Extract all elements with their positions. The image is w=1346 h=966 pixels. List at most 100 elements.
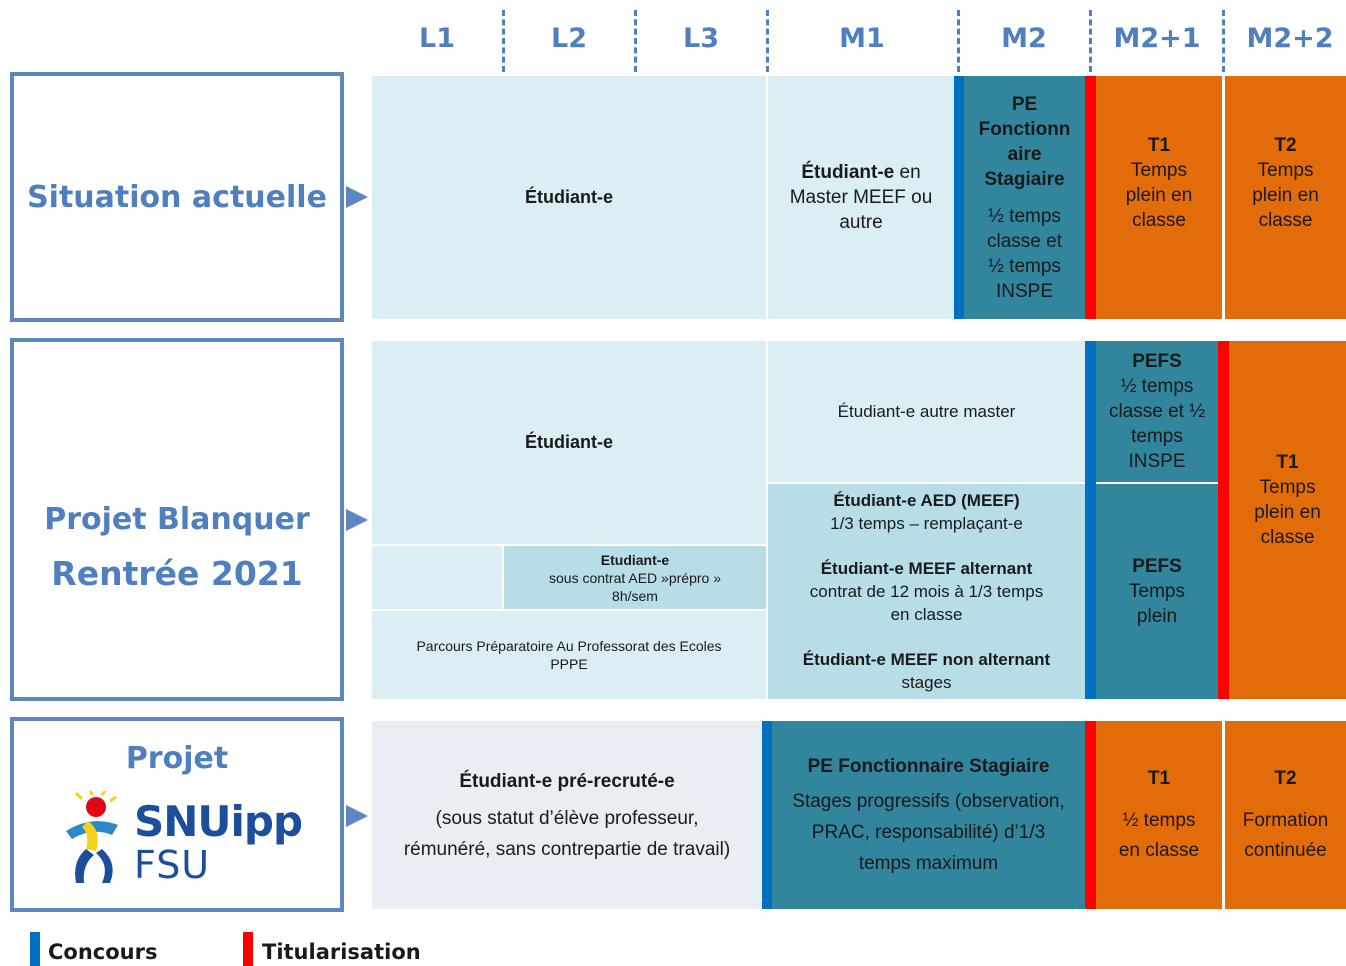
arrow-icon <box>346 805 368 827</box>
header-l3: L3 <box>683 23 719 54</box>
header-separator <box>957 10 960 72</box>
blanquer-alternant-sub2: en classe <box>890 605 963 624</box>
snuipp-pe-l3: temps maximum <box>858 853 999 874</box>
header-separator <box>1089 10 1092 72</box>
snuipp-etudiant-l1: (sous statut d’élève professeur, <box>435 807 699 829</box>
actuelle-t1-l3: classe <box>1132 209 1186 231</box>
row-label-situation-actuelle: Situation actuelle <box>10 72 344 322</box>
actuelle-m2-l1: PE <box>1011 93 1038 115</box>
titularisation-marker <box>1085 721 1096 909</box>
blanquer-t1-title: T1 <box>1276 452 1299 473</box>
legend-concours-swatch <box>30 932 40 966</box>
blanquer-autre-master-cell: Étudiant-e autre master <box>768 341 1085 482</box>
header-separator <box>1222 10 1225 72</box>
projet-blanquer-title: Projet Blanquer <box>44 502 310 537</box>
blanquer-t1-l1: Temps <box>1259 477 1316 498</box>
header-separator <box>634 10 637 72</box>
snuipp-logo-text: SNUipp <box>134 797 303 846</box>
header-m2: M2 <box>1001 23 1047 54</box>
blanquer-etudiant-text: Étudiant-e <box>525 432 613 452</box>
actuelle-m2-l2: Fonctionn <box>978 118 1071 140</box>
blanquer-pefs2-l1: Temps <box>1129 581 1185 602</box>
snuipp-etudiant-l2: rémunéré, sans contrepartie de travail) <box>403 838 731 860</box>
projet-snuipp-title: Projet <box>125 741 229 776</box>
snuipp-pe-l1: Stages progressifs (observation, <box>792 791 1065 812</box>
snuipp-t2-title: T2 <box>1274 768 1297 789</box>
actuelle-m1-rest3: autre <box>839 212 883 233</box>
blanquer-pefs1-l2: classe et ½ <box>1108 401 1206 422</box>
titularisation-marker <box>1085 76 1096 319</box>
blanquer-aed-l1: Etudiant-e <box>600 551 670 568</box>
snuipp-pe-l2: PRAC, responsabilité) d’1/3 <box>811 822 1046 843</box>
blanquer-pefs1-l4: INSPE <box>1128 451 1186 472</box>
header-separator <box>502 10 505 72</box>
actuelle-t2-title: T2 <box>1274 134 1297 156</box>
row-label-projet-blanquer: Projet Blanquer Rentrée 2021 <box>10 338 344 701</box>
titularisation-marker <box>1218 341 1229 699</box>
blanquer-aed-l3: 8h/sem <box>612 587 658 604</box>
actuelle-etudiant-cell: Étudiant-e <box>372 76 766 319</box>
snuipp-mascot-icon <box>66 791 118 883</box>
blanquer-t1-l3: classe <box>1260 527 1315 548</box>
blanquer-l1-filler <box>372 546 502 609</box>
concours-marker <box>954 76 964 319</box>
blanquer-pefs2-title: PEFS <box>1132 556 1182 577</box>
snuipp-t1-title: T1 <box>1147 768 1171 789</box>
actuelle-etudiant-text: Étudiant-e <box>525 187 613 207</box>
blanquer-aed-meef-sub: 1/3 temps – remplaçant-e <box>830 514 1023 533</box>
concours-marker <box>1085 341 1096 699</box>
actuelle-m2-l3: aire <box>1007 143 1042 165</box>
blanquer-non-alternant: Étudiant-e MEEF non alternant <box>802 650 1051 669</box>
actuelle-t2-l2: plein en <box>1252 184 1319 206</box>
snuipp-t2-cell: T2 Formation continuée <box>1225 721 1346 909</box>
concours-marker <box>762 721 772 909</box>
blanquer-autre-master-text: Étudiant-e autre master <box>837 402 1016 421</box>
arrow-icon <box>346 509 368 531</box>
blanquer-aed-l2: sous contrat AED »prépro » <box>549 569 721 586</box>
blanquer-t1-cell: T1 Temps plein en classe <box>1229 341 1346 699</box>
actuelle-m2-cell: PE Fonctionn aire Stagiaire ½ temps clas… <box>964 76 1085 319</box>
blanquer-pppe-l2: PPPE <box>550 656 588 672</box>
blanquer-etudiant-cell: Étudiant-e <box>372 341 766 544</box>
snuipp-etudiant-title: Étudiant-e pré-recruté-e <box>459 770 675 792</box>
actuelle-t1-l2: plein en <box>1125 184 1193 206</box>
header-l2: L2 <box>551 23 587 54</box>
actuelle-t2-l1: Temps <box>1257 159 1314 181</box>
blanquer-pefs1-cell: PEFS ½ temps classe et ½ temps INSPE <box>1096 341 1218 482</box>
snuipp-etudiant-cell: Étudiant-e pré-recruté-e (sous statut d’… <box>372 721 762 909</box>
actuelle-m1-rest1: en <box>894 162 921 183</box>
blanquer-aed-meef: Étudiant-e AED (MEEF) <box>833 491 1020 510</box>
actuelle-m2-l6: classe et <box>987 230 1062 252</box>
situation-actuelle-title: Situation actuelle <box>27 180 327 215</box>
actuelle-t1-l1: Temps <box>1131 159 1187 181</box>
arrow-icon <box>346 186 368 208</box>
actuelle-m2-l4: Stagiaire <box>984 168 1065 190</box>
blanquer-pppe-l1: Parcours Préparatoire Au Professorat des… <box>416 638 722 654</box>
actuelle-m2-l7: ½ temps <box>988 255 1061 277</box>
legend-titularisation-label: Titularisation <box>262 940 421 964</box>
header-m1: M1 <box>839 23 885 54</box>
actuelle-m1-bold: Étudiant-e <box>801 162 895 183</box>
blanquer-non-alternant-sub: stages <box>901 673 952 692</box>
snuipp-pe-title: PE Fonctionnaire Stagiaire <box>807 756 1050 777</box>
actuelle-m2-l8: INSPE <box>995 280 1054 302</box>
actuelle-t1-cell: T1 Temps plein en classe <box>1096 76 1222 319</box>
actuelle-m1-rest2: Master MEEF ou <box>789 187 933 208</box>
header-separator <box>766 10 769 72</box>
blanquer-alternant: Étudiant-e MEEF alternant <box>820 559 1033 578</box>
blanquer-pefs1-title: PEFS <box>1132 351 1182 372</box>
blanquer-pefs1-l3: temps <box>1131 426 1183 447</box>
snuipp-t2-l2: continuée <box>1244 840 1327 861</box>
rentree-2021-title: Rentrée 2021 <box>51 554 303 593</box>
blanquer-alternant-sub1: contrat de 12 mois à 1/3 temps <box>809 582 1044 601</box>
blanquer-pppe-cell: Parcours Préparatoire Au Professorat des… <box>372 611 766 699</box>
header-l1: L1 <box>419 23 455 54</box>
blanquer-meef-cell: Étudiant-e AED (MEEF) 1/3 temps – rempla… <box>768 484 1085 699</box>
header-m2-plus-1: M2+1 <box>1113 23 1201 54</box>
blanquer-aed-prepro-cell: Etudiant-e sous contrat AED »prépro » 8h… <box>504 546 766 609</box>
actuelle-m2-l5: ½ temps <box>988 205 1061 227</box>
snuipp-t2-l1: Formation <box>1242 810 1329 831</box>
actuelle-m1-cell: Étudiant-e en Master MEEF ou autre <box>768 76 954 319</box>
snuipp-t1-l2: en classe <box>1118 840 1200 861</box>
actuelle-t1-title: T1 <box>1147 134 1171 156</box>
